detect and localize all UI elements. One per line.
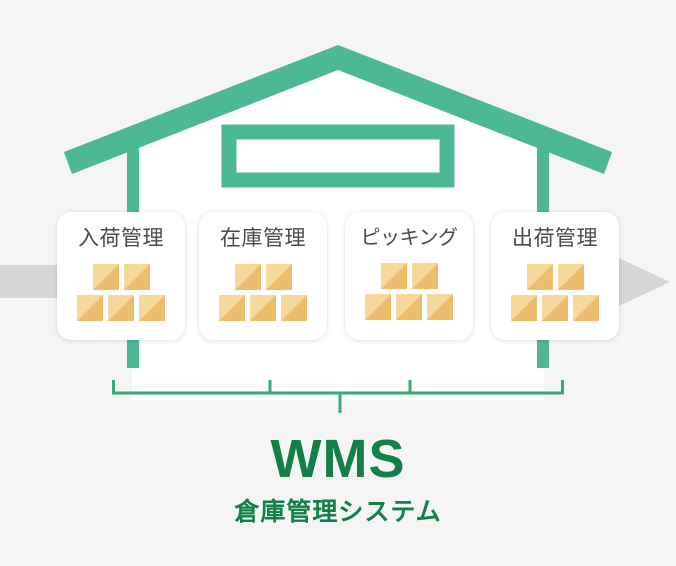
- box-icon: [139, 295, 165, 321]
- warehouse-window: [221, 124, 455, 188]
- process-card-picking[interactable]: ピッキング: [345, 212, 473, 340]
- box-row-top: [234, 264, 292, 290]
- process-card-inventory[interactable]: 在庫管理: [199, 212, 327, 340]
- process-card-list: 入荷管理 在庫管理: [0, 212, 676, 340]
- box-stack-icon: [365, 263, 453, 320]
- box-icon: [108, 295, 134, 321]
- box-icon: [542, 295, 568, 321]
- warehouse-building: [64, 45, 612, 368]
- card-label: 入荷管理: [78, 227, 164, 250]
- process-card-outbound[interactable]: 出荷管理: [491, 212, 619, 340]
- box-row-bottom: [365, 294, 453, 320]
- box-row-top: [92, 264, 150, 290]
- box-icon: [77, 295, 103, 321]
- box-row-top: [380, 263, 438, 289]
- scope-bracket: [112, 380, 564, 413]
- box-icon: [526, 264, 553, 290]
- box-icon: [380, 263, 407, 289]
- box-stack-icon: [511, 264, 599, 321]
- box-row-top: [526, 264, 584, 290]
- box-icon: [250, 295, 276, 321]
- box-icon: [365, 294, 391, 320]
- process-card-inbound[interactable]: 入荷管理: [57, 212, 185, 340]
- box-icon: [573, 295, 599, 321]
- box-icon: [411, 263, 438, 289]
- box-icon: [123, 264, 150, 290]
- roof-icon: [64, 45, 612, 174]
- box-icon: [427, 294, 453, 320]
- box-icon: [557, 264, 584, 290]
- box-row-bottom: [77, 295, 165, 321]
- box-icon: [92, 264, 119, 290]
- box-icon: [511, 295, 537, 321]
- wms-subtitle: 倉庫管理システム: [234, 498, 442, 526]
- card-label: 出荷管理: [512, 227, 598, 250]
- wms-title: WMS: [270, 429, 406, 489]
- card-label: ピッキング: [360, 227, 458, 249]
- box-icon: [219, 295, 245, 321]
- box-icon: [234, 264, 261, 290]
- card-label: 在庫管理: [220, 227, 306, 250]
- box-row-bottom: [219, 295, 307, 321]
- box-row-bottom: [511, 295, 599, 321]
- box-stack-icon: [219, 264, 307, 321]
- box-icon: [281, 295, 307, 321]
- box-icon: [265, 264, 292, 290]
- box-stack-icon: [77, 264, 165, 321]
- box-icon: [396, 294, 422, 320]
